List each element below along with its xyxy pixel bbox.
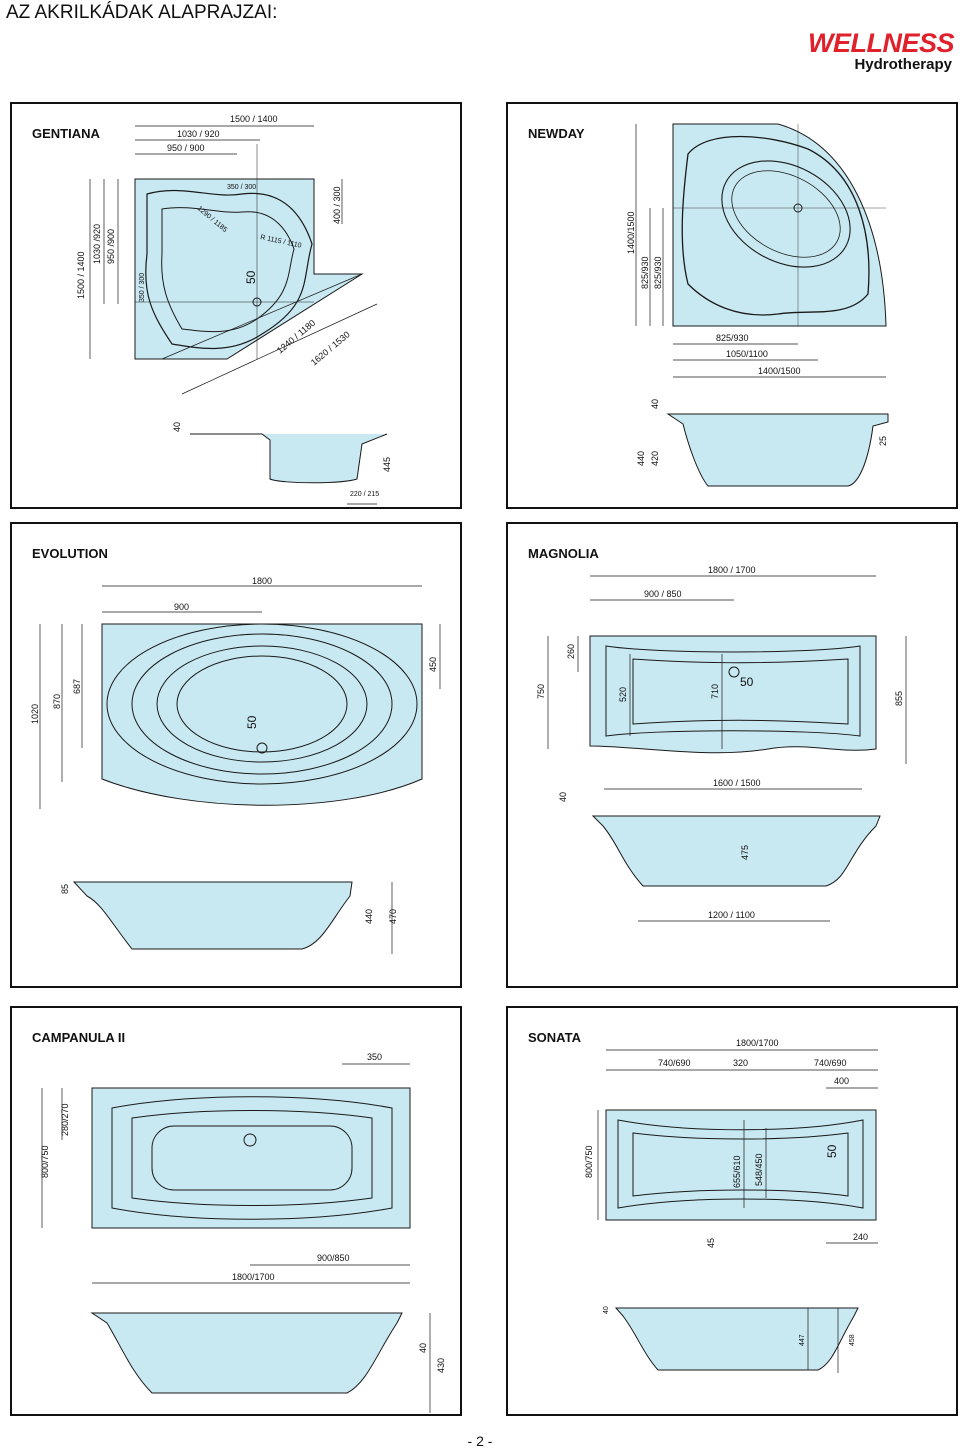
sonata-dim-5: 400 bbox=[834, 1076, 849, 1086]
sonata-dim-10: 45 bbox=[706, 1238, 716, 1248]
gentiana-tub-outline bbox=[134, 178, 364, 360]
evolution-dim-8: 85 bbox=[60, 884, 70, 894]
gentiana-dim-16: 445 bbox=[382, 457, 392, 472]
gentiana-dim-2: 1030 / 920 bbox=[177, 129, 220, 139]
sonata-dim-6: 800/750 bbox=[584, 1145, 594, 1178]
campanula-drawing: 350 280/270 800/750 900/850 1800/1700 40… bbox=[40, 1052, 446, 1413]
sonata-dim-7: 655/610 bbox=[732, 1155, 742, 1188]
newday-dim-8: 440 bbox=[636, 451, 646, 466]
panel-gentiana: GENTIANA 1500 / 1400 1030 / 920 950 / 90… bbox=[10, 102, 462, 509]
sonata-dim-13: 447 bbox=[799, 1334, 806, 1346]
brand-subtitle: Hydrotherapy bbox=[854, 56, 952, 73]
newday-dim-6: 1400/1500 bbox=[758, 366, 801, 376]
magnolia-dim-1: 1800 / 1700 bbox=[708, 565, 756, 575]
newday-dim-3: 825/930 bbox=[653, 256, 663, 289]
newday-dim-5: 1050/1100 bbox=[726, 349, 768, 359]
evolution-dim-3: 450 bbox=[428, 657, 438, 672]
newday-dim-7: 40 bbox=[650, 399, 660, 409]
newday-drawing: 1400/1500 825/930 825/930 825/930 1050/1… bbox=[626, 123, 889, 487]
panel-sonata: SONATA 1800/1700 740/690 320 740/690 400… bbox=[506, 1006, 958, 1416]
gentiana-dim-3: 950 / 900 bbox=[167, 143, 205, 153]
gentiana-dim-8: 950 /900 bbox=[106, 229, 116, 264]
gentiana-dim-1: 1500 / 1400 bbox=[230, 114, 278, 124]
sonata-dim-8: 548/450 bbox=[754, 1153, 764, 1186]
magnolia-dim-6: 710 bbox=[710, 684, 720, 699]
campanula-dim-5: 1800/1700 bbox=[232, 1272, 275, 1282]
gentiana-drawing: 1500 / 1400 1030 / 920 950 / 900 350 / 3… bbox=[76, 114, 392, 505]
newday-dim-9: 420 bbox=[650, 451, 660, 466]
gentiana-dim-6: 1500 / 1400 bbox=[76, 251, 86, 299]
gentiana-dim-7: 1030 /920 bbox=[92, 224, 102, 264]
sonata-dim-9: 50 bbox=[825, 1144, 839, 1158]
magnolia-dim-3: 260 bbox=[566, 644, 576, 659]
evolution-dim-9: 440 bbox=[364, 909, 374, 924]
page-number: - 2 - bbox=[467, 1433, 493, 1449]
gentiana-dim-15: 40 bbox=[172, 422, 182, 432]
brand-logo: WELLNESS Hydrotherapy bbox=[794, 28, 955, 76]
gentiana-dim-14: 1620 / 1530 bbox=[309, 329, 352, 367]
evolution-dim-6: 687 bbox=[72, 679, 82, 694]
sonata-dim-1: 1800/1700 bbox=[736, 1038, 779, 1048]
panel-title-evolution: EVOLUTION bbox=[32, 546, 108, 561]
sonata-dim-11: 240 bbox=[853, 1232, 868, 1242]
brand-name: WELLNESS bbox=[807, 28, 955, 58]
magnolia-dim-12: 1200 / 1100 bbox=[708, 910, 755, 920]
magnolia-dim-9: 1600 / 1500 bbox=[713, 778, 761, 788]
page-title: AZ AKRILKÁDAK ALAPRAJZAI: bbox=[6, 2, 278, 23]
magnolia-dim-5: 520 bbox=[618, 687, 628, 702]
gentiana-dim-5: 400 / 300 bbox=[332, 186, 342, 224]
sonata-drawing: 1800/1700 740/690 320 740/690 400 800/75… bbox=[584, 1038, 878, 1373]
magnolia-dim-10: 40 bbox=[558, 792, 568, 802]
sonata-dim-3: 320 bbox=[733, 1058, 748, 1068]
panel-newday: NEWDAY 1400/1500 825/930 825/930 825/930… bbox=[506, 102, 958, 509]
sonata-dim-12: 40 bbox=[603, 1306, 610, 1314]
panel-magnolia: MAGNOLIA 1800 / 1700 900 / 850 260 750 5… bbox=[506, 522, 958, 988]
evolution-dim-1: 1800 bbox=[252, 576, 272, 586]
panel-title-campanula: CAMPANULA II bbox=[32, 1030, 126, 1045]
sonata-dim-14: 458 bbox=[849, 1334, 856, 1346]
evolution-dim-5: 870 bbox=[52, 694, 62, 709]
magnolia-dim-8: 855 bbox=[894, 691, 904, 706]
gentiana-dim-9: 350 / 300 bbox=[139, 273, 146, 302]
magnolia-dim-2: 900 / 850 bbox=[644, 589, 682, 599]
gentiana-dim-17: 220 / 215 bbox=[350, 491, 379, 498]
magnolia-dim-11: 475 bbox=[740, 845, 750, 860]
evolution-dim-2: 900 bbox=[174, 602, 189, 612]
sonata-dim-2: 740/690 bbox=[658, 1058, 691, 1068]
evolution-drawing: 1800 900 450 1020 870 687 50 85 440 470 bbox=[30, 576, 441, 954]
newday-dim-1: 1400/1500 bbox=[626, 211, 636, 254]
panel-title-newday: NEWDAY bbox=[528, 126, 585, 141]
panel-evolution: EVOLUTION 1800 900 450 1020 870 687 50 8… bbox=[10, 522, 462, 988]
evolution-dim-4: 1020 bbox=[30, 704, 40, 724]
newday-dim-2: 825/930 bbox=[640, 256, 650, 289]
campanula-dim-1: 350 bbox=[367, 1052, 382, 1062]
panel-campanula: CAMPANULA II 350 280/270 800/750 900/850… bbox=[10, 1006, 462, 1416]
panel-title-magnolia: MAGNOLIA bbox=[528, 546, 599, 561]
panel-title-sonata: SONATA bbox=[528, 1030, 581, 1045]
sonata-dim-4: 740/690 bbox=[814, 1058, 847, 1068]
campanula-dim-3: 800/750 bbox=[40, 1145, 50, 1178]
evolution-dim-10: 470 bbox=[388, 909, 398, 924]
gentiana-dim-12: 50 bbox=[244, 270, 258, 284]
campanula-dim-7: 430 bbox=[436, 1358, 446, 1373]
campanula-dim-2: 280/270 bbox=[60, 1103, 70, 1136]
gentiana-dim-4: 350 / 300 bbox=[227, 184, 256, 191]
evolution-dim-7: 50 bbox=[245, 715, 259, 729]
campanula-dim-6: 40 bbox=[418, 1343, 428, 1353]
newday-dim-4: 825/930 bbox=[716, 333, 749, 343]
newday-dim-10: 25 bbox=[878, 436, 888, 446]
panel-title-gentiana: GENTIANA bbox=[32, 126, 100, 141]
magnolia-dim-7: 50 bbox=[740, 675, 754, 689]
magnolia-drawing: 1800 / 1700 900 / 850 260 750 520 710 50… bbox=[536, 565, 907, 922]
magnolia-dim-4: 750 bbox=[536, 684, 546, 699]
campanula-dim-4: 900/850 bbox=[317, 1253, 350, 1263]
